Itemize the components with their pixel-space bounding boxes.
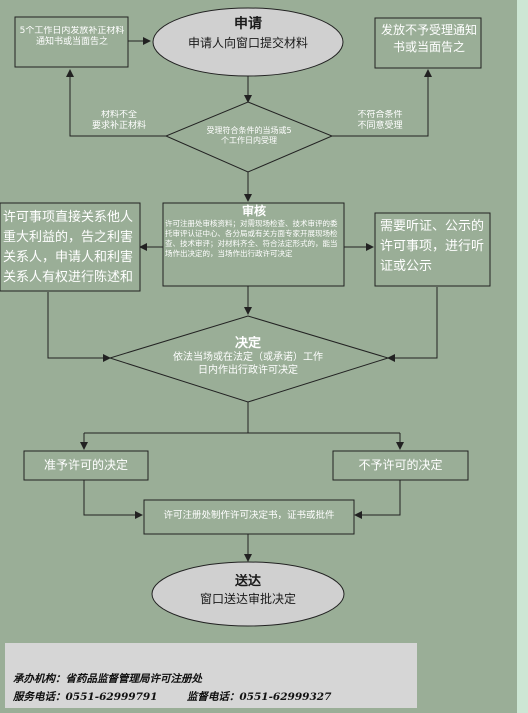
- approve-text: 准予许可的决定: [43, 458, 128, 472]
- supervise-phone-label: 监督电话：: [186, 691, 240, 703]
- edge-accept-to-supplement: [66, 69, 167, 137]
- hearing-box-shape: [374, 212, 491, 287]
- produce-box-shape: [143, 499, 355, 535]
- decision-diamond-shape: [108, 315, 390, 403]
- agency-line: 承办机构：省药品监督管理局许可注册处: [13, 671, 202, 686]
- incomplete-material-label: 材料不全 要求补正材料: [91, 110, 146, 132]
- deny-box-shape: [332, 450, 469, 481]
- contact-footer: 承办机构：省药品监督管理局许可注册处 服务电话：0551-62999791 监督…: [5, 643, 417, 708]
- apply-ellipse-shape: [152, 7, 344, 77]
- edge-accept-to-reject: [330, 69, 432, 137]
- edge-deny-to-produce: [354, 480, 401, 519]
- apply-text: 申请人向窗口提交材料: [187, 35, 308, 50]
- reject-box-shape: [374, 17, 482, 69]
- reject-notice-text: 发放不予受理通知书或当面告之: [380, 23, 477, 55]
- accept-decision-text: 受理符合条件的当场或5个工作日内受理: [206, 126, 292, 145]
- not-qualified-label: 不符合条件 不同意受理: [357, 110, 403, 132]
- decision-title: 决定: [234, 336, 261, 351]
- interest-box-shape: [0, 202, 141, 292]
- review-box-shape: [162, 202, 345, 287]
- flowchart-canvas: 5个工作日内发放补正材料通知书或当面告之 申请 申请人向窗口提交材料 发放不予受…: [0, 0, 517, 713]
- approve-box-shape: [23, 450, 149, 481]
- supplement-box-shape: [14, 16, 129, 68]
- deliver-ellipse-shape: [151, 561, 345, 627]
- edge-interest-to-decision: [47, 292, 111, 362]
- apply-node: 申请 申请人向窗口提交材料: [170, 16, 326, 68]
- service-phone-label: 服务电话：: [13, 691, 66, 703]
- deny-text: 不予许可的决定: [358, 458, 443, 472]
- flow-graphics: [0, 7, 491, 627]
- produce-text: 许可注册处制作许可决定书，证书或批件: [163, 510, 335, 521]
- edge-approve-to-produce: [83, 480, 143, 519]
- apply-title: 申请: [234, 16, 262, 32]
- accept-diamond-shape: [164, 101, 334, 173]
- review-title: 审核: [241, 204, 266, 218]
- deliver-node: 送达 窗口送达审批决定: [172, 574, 324, 618]
- review-node: 审核 许可注册处审核资料；对需现场检查、技术审评的委托审评认证中心、各分局或有关…: [165, 204, 343, 284]
- edge-hearing-to-decision: [387, 287, 438, 362]
- agency-label: 承办机构：: [13, 673, 66, 685]
- review-text: 许可注册处审核资料；对需现场检查、技术审评的委托审评认证中心、各分局或有关方面专…: [165, 219, 338, 259]
- deliver-title: 送达: [234, 574, 261, 589]
- agency-name: 省药品监督管理局许可注册处: [65, 673, 203, 685]
- decision-text: 依法当场或在法定（或承诺）工作日内作出行政许可决定: [173, 352, 323, 376]
- interest-notice-text: 许可事项直接关系他人重大利益的，告之利害关系人，申请人和利害关系人有权进行陈述和: [3, 210, 134, 286]
- service-phone: 0551-62999791: [65, 691, 158, 703]
- supplement-notice-text: 5个工作日内发放补正材料通知书或当面告之: [19, 26, 125, 48]
- deliver-text: 窗口送达审批决定: [199, 592, 296, 607]
- hearing-notice-text: 需要听证、公示的许可事项，进行听证或公示: [380, 219, 485, 275]
- decision-node: 决定 依法当场或在法定（或承诺）工作日内作出行政许可决定: [170, 336, 326, 384]
- phone-line: 服务电话：0551-62999791 监督电话：0551-62999327: [13, 689, 331, 704]
- supervise-phone: 0551-62999327: [239, 691, 332, 703]
